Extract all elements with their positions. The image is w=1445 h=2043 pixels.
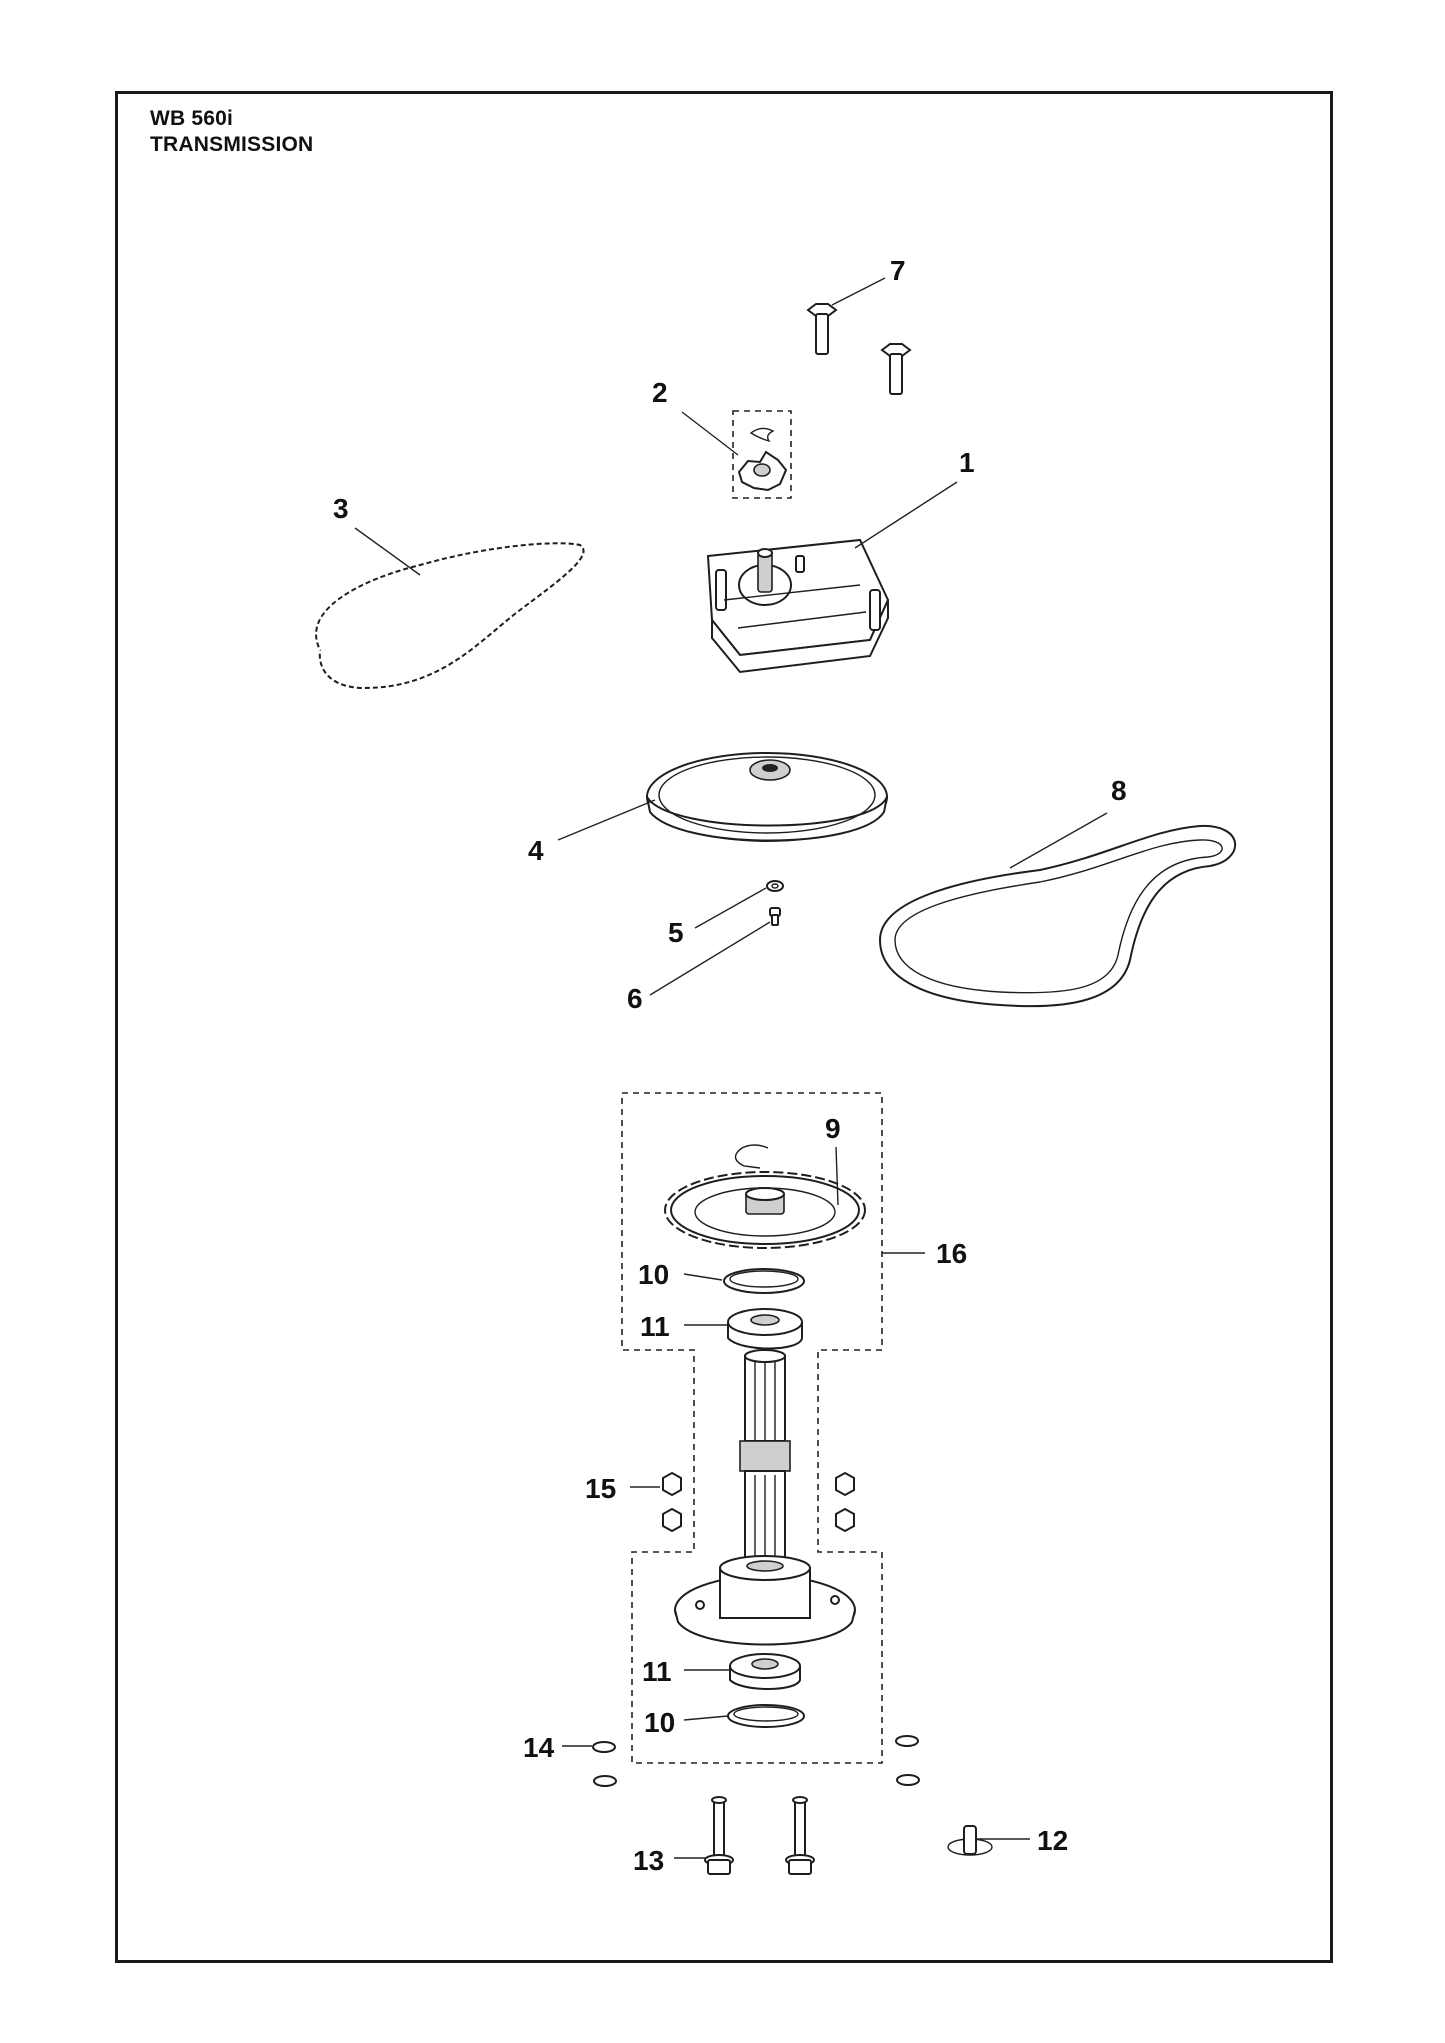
section-name: TRANSMISSION: [150, 133, 314, 156]
diagram-title: WB 560i TRANSMISSION: [150, 106, 313, 158]
part-8-belt: [878, 824, 1237, 1008]
part-13-bolts: [704, 1796, 815, 1875]
callout-5: 5: [668, 917, 684, 948]
part-15-nuts: [662, 1471, 855, 1533]
part-3-chain: [314, 541, 586, 691]
callout-3: 3: [333, 493, 349, 524]
callout-11-upper: 11: [640, 1311, 670, 1342]
callout-12: 12: [1037, 1825, 1068, 1856]
part-4-pulley: [646, 752, 888, 842]
leader-lines: [354, 277, 1108, 1859]
callout-9: 9: [825, 1113, 841, 1144]
callout-16: 16: [936, 1238, 967, 1269]
callout-4: 4: [528, 835, 544, 866]
transmission-shaft: [739, 1349, 791, 1572]
part-16-outline: [621, 1092, 883, 1764]
callout-6: 6: [627, 983, 643, 1014]
part-10-ring-lower: [727, 1704, 805, 1728]
callout-2: 2: [652, 377, 668, 408]
part-2-drive-sprocket: [732, 410, 792, 499]
part-7-bolts: [806, 303, 912, 395]
part-11-bearing-lower: [729, 1653, 801, 1690]
part-14-washers: [592, 1735, 920, 1787]
callout-14: 14: [523, 1732, 555, 1763]
model-name: WB 560i: [150, 107, 234, 130]
callout-10-lower: 10: [644, 1707, 675, 1738]
callout-8: 8: [1111, 775, 1127, 806]
callout-11-lower: 11: [642, 1656, 672, 1687]
callout-labels: 7 2 1 3 4 8 5 6 9 10 11 16 15 11 10 14 1…: [333, 255, 1127, 1876]
part-1-gearbox: [706, 538, 890, 674]
callout-7: 7: [890, 255, 906, 286]
callout-1: 1: [959, 447, 975, 478]
part-9-sprocket: [664, 1144, 866, 1249]
drawing-frame: [115, 91, 1333, 1963]
callout-15: 15: [585, 1473, 616, 1504]
callout-10-upper: 10: [638, 1259, 669, 1290]
part-6-screw: [769, 907, 781, 926]
hub-flange: [674, 1555, 856, 1646]
part-12-clip-pin: [947, 1825, 993, 1856]
part-5-washer: [766, 880, 784, 892]
callout-13: 13: [633, 1845, 664, 1876]
part-10-ring-upper: [723, 1268, 805, 1294]
part-11-bearing-upper: [727, 1308, 803, 1350]
